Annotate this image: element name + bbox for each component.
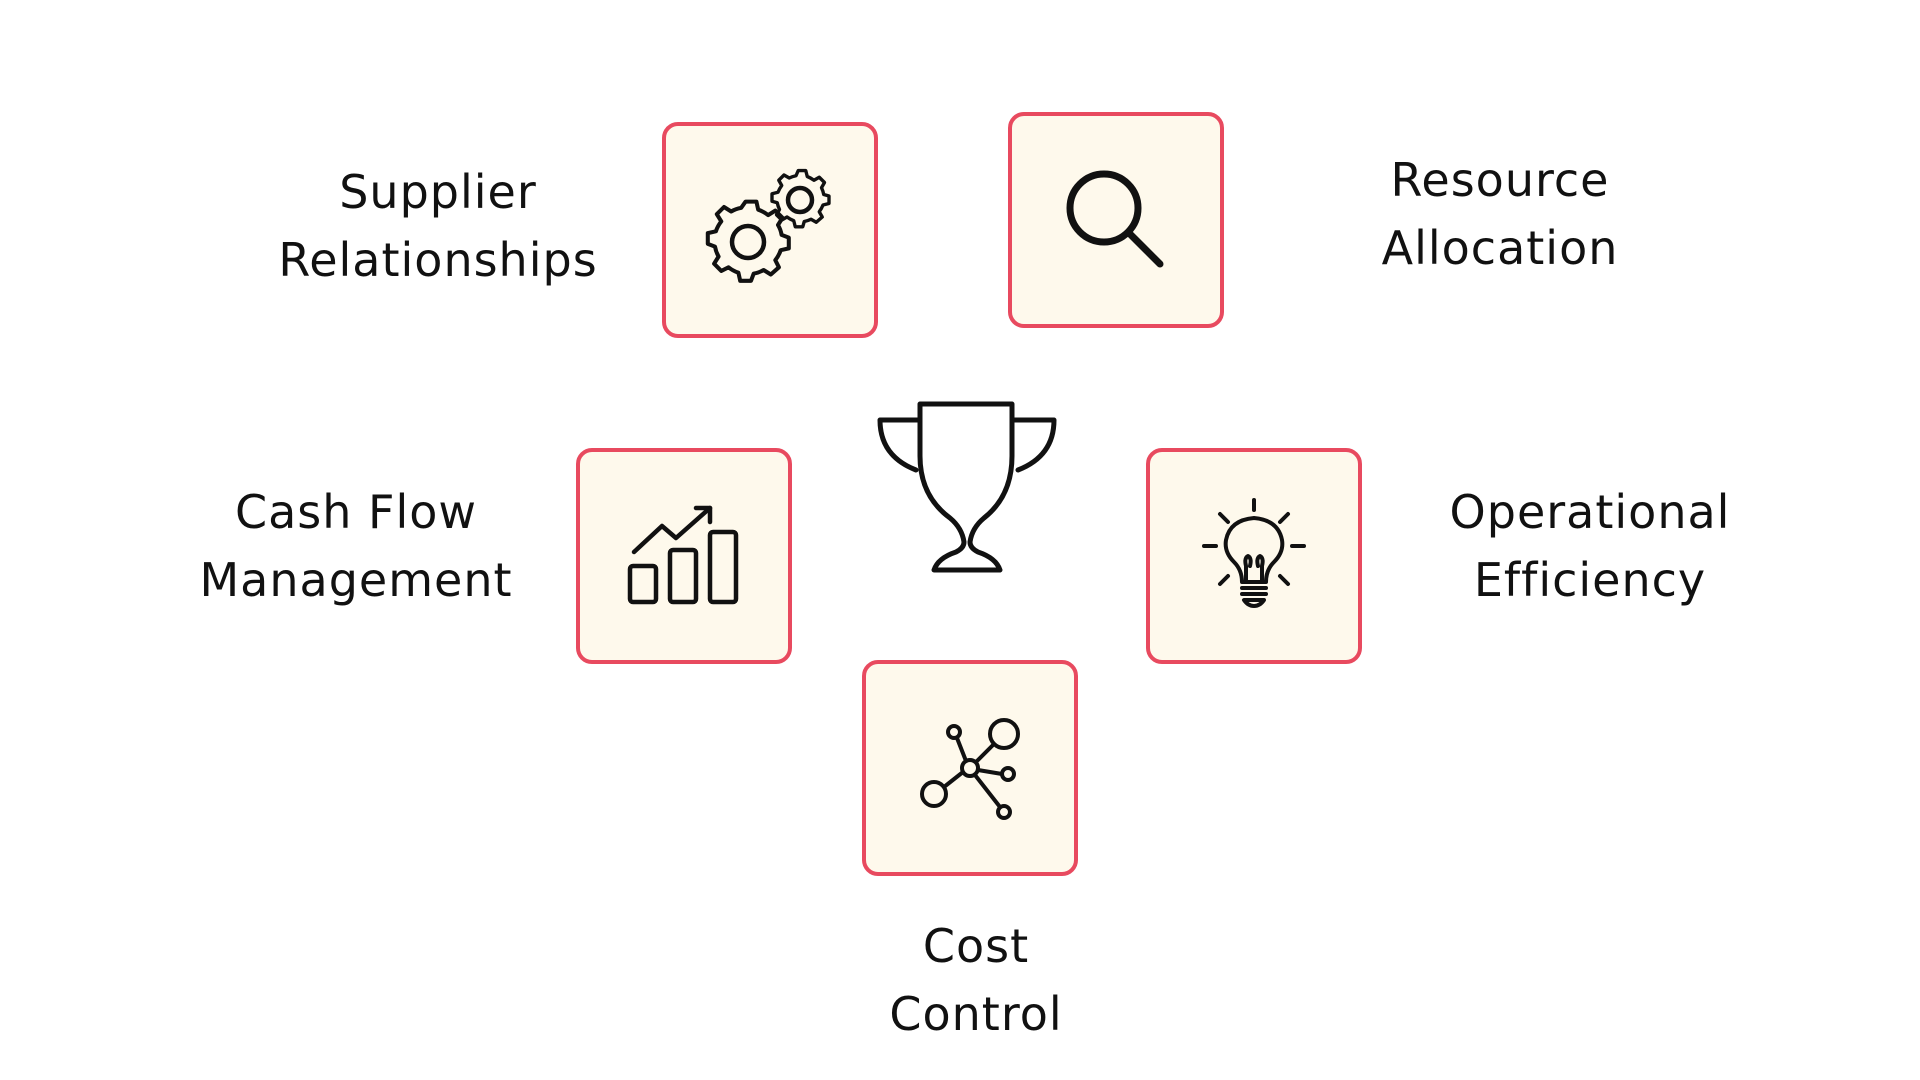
label-supplier-line2: Relationships <box>278 233 598 287</box>
label-operational-efficiency: Operational Efficiency <box>1410 478 1770 614</box>
tile-cost-control <box>862 660 1078 876</box>
lightbulb-icon <box>1202 498 1306 608</box>
label-cost-control: Cost Control <box>796 912 1156 1048</box>
tile-cash-flow-management <box>576 448 792 664</box>
label-resource-allocation: Resource Allocation <box>1320 146 1680 282</box>
growth-chart-icon <box>627 505 739 605</box>
network-icon <box>920 718 1020 820</box>
label-cash-flow-management: Cash Flow Management <box>176 478 536 614</box>
tile-operational-efficiency <box>1146 448 1362 664</box>
label-supplier-line1: Supplier <box>339 165 537 219</box>
magnifier-icon <box>1066 170 1164 268</box>
label-operational-line2: Efficiency <box>1473 553 1707 607</box>
label-cost-line2: Control <box>889 987 1063 1041</box>
trophy-icon <box>877 401 1057 573</box>
tile-resource-allocation <box>1008 112 1224 328</box>
label-cost-line1: Cost <box>922 919 1030 973</box>
gears-icon <box>705 168 831 283</box>
label-resource-line1: Resource <box>1390 153 1610 207</box>
label-cashflow-line1: Cash Flow <box>234 485 478 539</box>
label-supplier-relationships: Supplier Relationships <box>258 158 618 294</box>
label-resource-line2: Allocation <box>1381 221 1619 275</box>
tile-supplier-relationships <box>662 122 878 338</box>
label-cashflow-line2: Management <box>199 553 513 607</box>
label-operational-line1: Operational <box>1449 485 1731 539</box>
